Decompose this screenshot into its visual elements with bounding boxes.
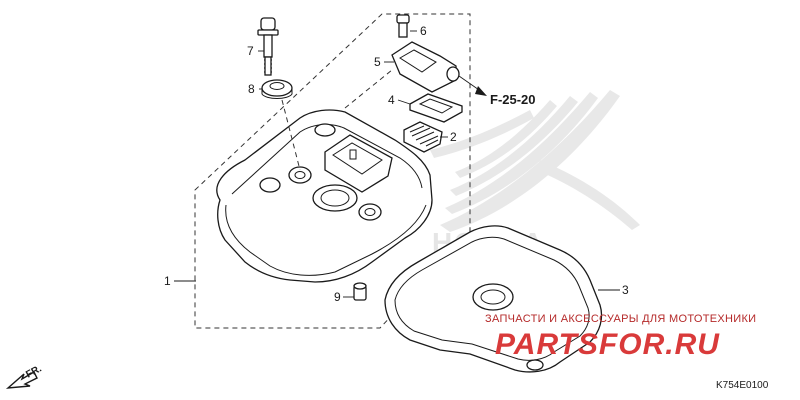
cylinder-head-cover: [216, 109, 433, 283]
leader-lines: [174, 30, 620, 298]
part-7-bolt: [257, 17, 279, 76]
part-4-gasket: [409, 93, 463, 123]
part-2-filter: [403, 121, 443, 153]
reference-label: F-25-20: [490, 92, 536, 107]
callout-8: 8: [248, 82, 255, 96]
front-direction-arrow: FR.: [5, 363, 44, 389]
part-6-bolt: [396, 14, 410, 38]
part-9-dowel: [353, 282, 367, 301]
callout-4: 4: [388, 93, 395, 107]
watermark-brand: PARTSFOR.RU: [495, 328, 720, 361]
diagram-code: K754E0100: [716, 380, 769, 391]
callout-9: 9: [334, 290, 341, 304]
front-direction-label: FR.: [24, 363, 44, 380]
watermark-tagline: ЗАПЧАСТИ И АКСЕССУАРЫ ДЛЯ МОТОТЕХНИКИ: [485, 313, 756, 325]
part-8-seal: [261, 79, 293, 99]
callout-1: 1: [164, 274, 171, 288]
partsfor-watermark: ЗАПЧАСТИ И АКСЕССУАРЫ ДЛЯ МОТОТЕХНИКИ PA…: [485, 313, 756, 361]
callout-3: 3: [622, 283, 629, 297]
callout-2: 2: [450, 130, 457, 144]
part-3-cover-gasket: [384, 225, 603, 373]
callout-6: 6: [420, 24, 427, 38]
assembly-line-5: [344, 69, 393, 109]
callouts: 1 2 3 4 5 6 7 8 9: [164, 24, 629, 304]
callout-7: 7: [247, 44, 254, 58]
honda-wing-watermark: HONDA: [430, 90, 640, 258]
callout-5: 5: [374, 55, 381, 69]
part-5-breather-cover: [391, 41, 460, 93]
assembly-line-8: [281, 99, 301, 171]
